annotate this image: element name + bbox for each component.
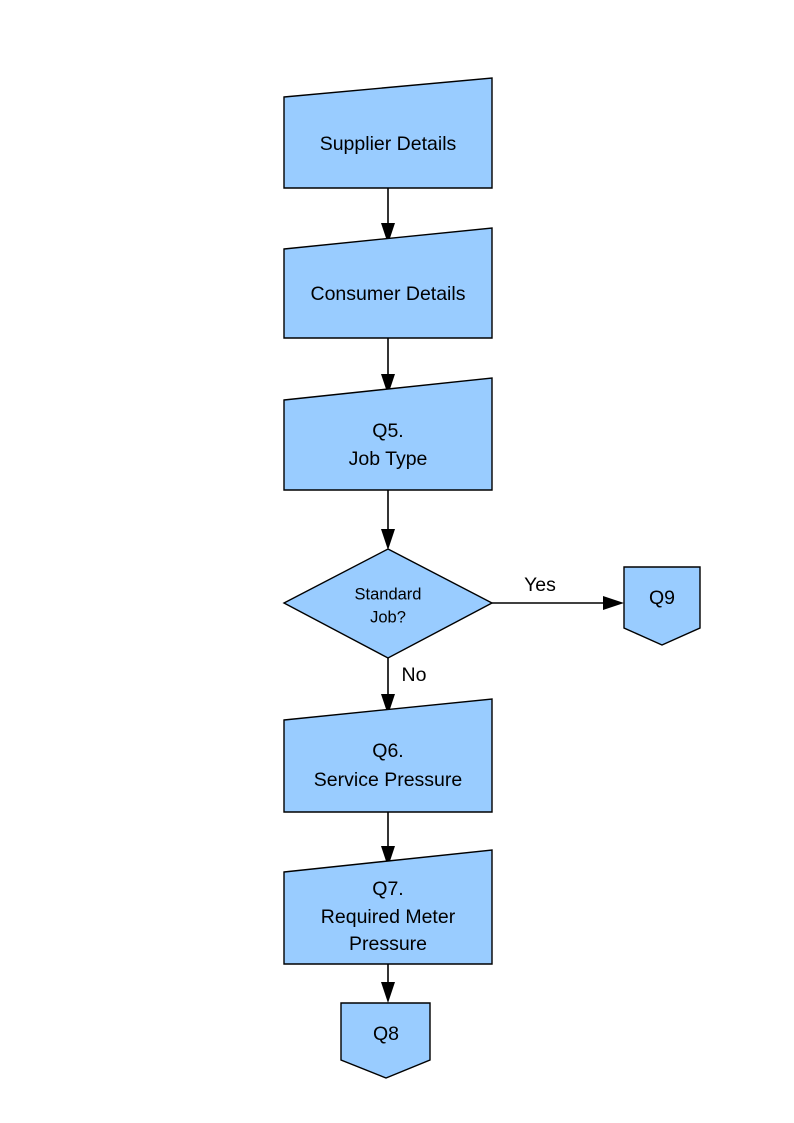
node-q7-required-meter-pressure[interactable]: Q7. Required Meter Pressure (283, 849, 493, 965)
node-q8[interactable]: Q8 (340, 1002, 431, 1079)
node-q5-job-type[interactable]: Q5. Job Type (283, 377, 493, 491)
node-label-q6-line1: Q6. (372, 740, 403, 762)
edge-decision-to-q9: Yes (492, 574, 624, 610)
arrowhead-icon (381, 846, 395, 867)
node-consumer-details[interactable]: Consumer Details (283, 227, 493, 339)
node-standard-job-decision[interactable]: Standard Job? (282, 548, 494, 659)
manual-input-shape[interactable] (283, 227, 493, 339)
node-q9[interactable]: Q9 (623, 566, 701, 646)
manual-input-shape[interactable] (283, 77, 493, 189)
node-label-decision-line1: Standard (355, 585, 422, 603)
arrowhead-icon (381, 223, 395, 244)
edge-q5-to-decision (381, 490, 395, 550)
node-label-q7-line3: Pressure (349, 933, 427, 955)
edge-q7-to-q8 (381, 964, 395, 1003)
node-q6-service-pressure[interactable]: Q6. Service Pressure (283, 698, 493, 813)
pentagon-down-shape[interactable] (340, 1002, 431, 1079)
node-label-q7-line2: Required Meter (321, 906, 456, 928)
edge-supplier-to-consumer (381, 188, 395, 244)
node-label-q5-line2: Job Type (349, 448, 428, 470)
arrowhead-icon (381, 529, 395, 550)
edge-decision-to-q6: No (381, 658, 427, 715)
node-label-decision-line2: Job? (370, 608, 406, 626)
node-label-q9: Q9 (649, 587, 675, 609)
edge-label-yes: Yes (524, 574, 556, 596)
edge-label-no: No (402, 664, 427, 686)
manual-input-shape[interactable] (283, 849, 493, 965)
node-label-q6-line2: Service Pressure (314, 769, 462, 791)
manual-input-shape[interactable] (283, 698, 493, 813)
node-label-q5-line1: Q5. (372, 420, 403, 442)
node-label-q8: Q8 (373, 1023, 399, 1045)
node-label-q7-line1: Q7. (372, 878, 403, 900)
arrowhead-icon (603, 596, 624, 610)
decision-diamond-shape[interactable] (282, 548, 494, 659)
node-label-consumer-details: Consumer Details (311, 283, 466, 305)
edge-q6-to-q7 (381, 812, 395, 867)
node-supplier-details[interactable]: Supplier Details (283, 77, 493, 189)
edge-consumer-to-q5 (381, 338, 395, 395)
node-label-supplier-details: Supplier Details (320, 133, 457, 155)
manual-input-shape[interactable] (283, 377, 493, 491)
pentagon-down-shape[interactable] (623, 566, 701, 646)
arrowhead-icon (381, 694, 395, 715)
arrowhead-icon (381, 374, 395, 395)
arrowhead-icon (381, 982, 395, 1003)
